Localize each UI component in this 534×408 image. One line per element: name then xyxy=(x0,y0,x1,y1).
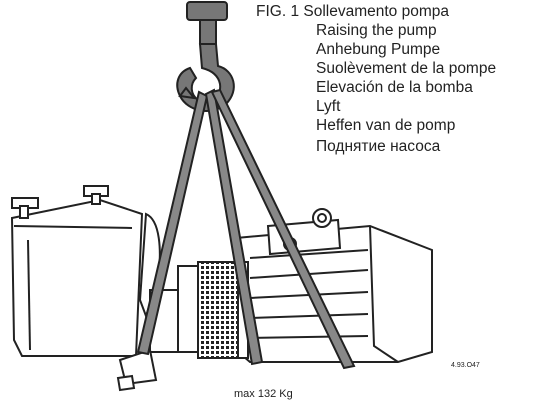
caption-german: Anhebung Pumpe xyxy=(316,41,441,58)
caption-dutch: Heffen van de pomp xyxy=(316,117,456,134)
part-code: 4.93.O47 xyxy=(451,362,480,369)
figure-number: FIG. 1 xyxy=(256,3,300,20)
motor xyxy=(235,208,433,363)
caption-swedish: Lyft xyxy=(316,98,341,115)
pump-foot xyxy=(116,374,136,392)
caption-russian: Поднятие насоса xyxy=(316,138,441,155)
caption-english: Raising the pump xyxy=(316,22,437,39)
strainer-housing xyxy=(10,185,181,386)
caption-italian: Sollevamento pompa xyxy=(303,3,450,20)
figure-label: FIG. 1 Sollevamento pompa xyxy=(256,2,449,21)
max-weight-label: max 132 Kg xyxy=(234,388,293,400)
caption-spanish: Elevación de la bomba xyxy=(316,79,473,96)
lifting-slings xyxy=(136,88,356,370)
caption-french: Suolèvement de la pompe xyxy=(316,60,497,77)
